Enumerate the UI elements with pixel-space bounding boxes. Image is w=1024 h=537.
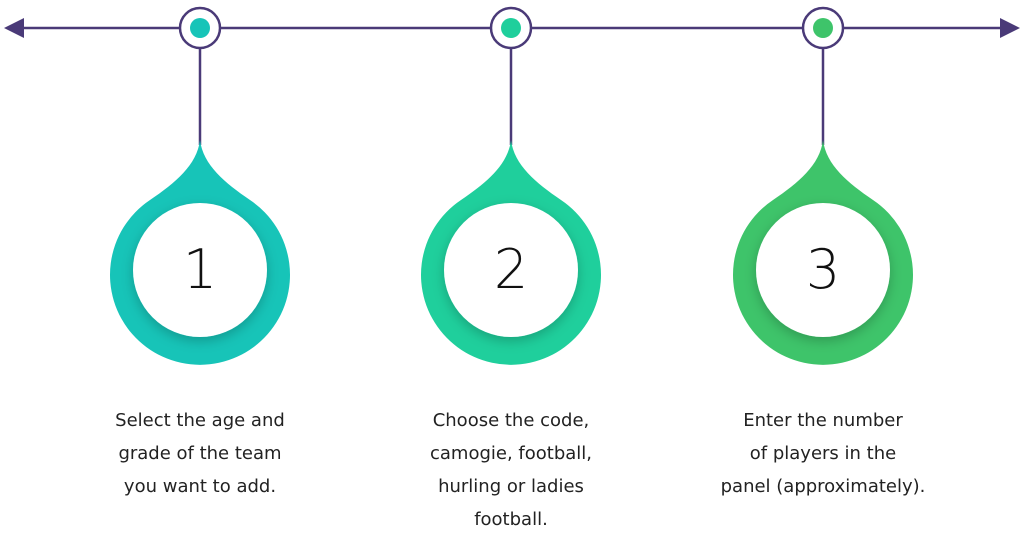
step-1-description-line: Select the age and xyxy=(115,410,285,431)
right-arrow-head xyxy=(1000,18,1020,38)
step-3-node-dot xyxy=(813,18,833,38)
step-1-description-line: you want to add. xyxy=(123,476,277,497)
step-3-number: 3 xyxy=(805,238,841,301)
step-1-description-line: grade of the team xyxy=(118,443,282,464)
step-1-node-dot xyxy=(190,18,210,38)
left-arrow-head xyxy=(4,18,24,38)
step-3-description-line: Enter the number xyxy=(743,410,903,431)
step-2-description-line: camogie, football, xyxy=(429,443,593,464)
step-3-description: Enter the number of players in the panel… xyxy=(703,404,943,503)
step-3 xyxy=(733,6,913,365)
step-2-description-line: hurling or ladies xyxy=(438,476,584,497)
step-3-inner-circle xyxy=(756,203,890,337)
step-2-description: Choose the code, camogie, football, hurl… xyxy=(391,404,631,536)
step-3-description-line: of players in the xyxy=(749,443,897,464)
step-3-description-line: panel (approximately). xyxy=(720,476,926,497)
step-2-inner-circle xyxy=(444,203,578,337)
step-2-node-dot xyxy=(501,18,521,38)
step-1-inner-circle xyxy=(133,203,267,337)
step-1 xyxy=(110,6,291,365)
step-1-description: Select the age and grade of the team you… xyxy=(80,404,320,503)
step-2-description-line: football. xyxy=(474,509,548,530)
step-2-number: 2 xyxy=(493,238,529,301)
step-1-number: 1 xyxy=(182,238,218,301)
step-2 xyxy=(421,6,601,365)
step-2-description-line: Choose the code, xyxy=(432,410,590,431)
